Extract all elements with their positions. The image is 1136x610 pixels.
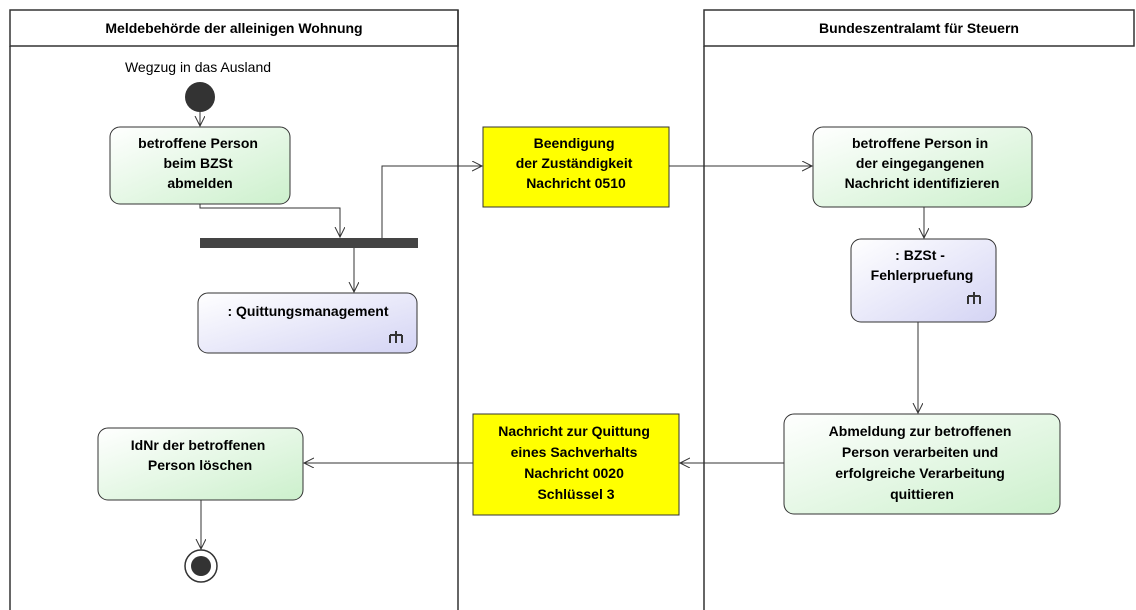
lane-left-title: Meldebehörde der alleinigen Wohnung xyxy=(105,20,362,36)
lane-right: Bundeszentralamt für Steuern xyxy=(703,9,1135,610)
message-0020-text: Nachricht zur Quittung eines Sachverhalt… xyxy=(498,423,654,502)
message-0020: Nachricht zur Quittung eines Sachverhalt… xyxy=(472,413,680,516)
end-node xyxy=(184,549,218,583)
call-quittungsmanagement: : Quittungsmanagement xyxy=(197,292,418,354)
message-0510: Beendigung der Zuständigkeit Nachricht 0… xyxy=(482,126,670,208)
call-quittungsmanagement-text: : Quittungsmanagement xyxy=(227,303,388,319)
call-fehlerpruefung: : BZSt - Fehlerpruefung xyxy=(850,238,997,323)
message-0510-text: Beendigung der Zuständigkeit Nachricht 0… xyxy=(516,135,637,191)
lane-right-title: Bundeszentralamt für Steuern xyxy=(819,20,1019,36)
call-fehlerpruefung-text: : BZSt - Fehlerpruefung xyxy=(871,247,974,283)
start-label: Wegzug in das Ausland xyxy=(125,59,271,75)
rake-icon xyxy=(389,331,403,343)
rake-icon xyxy=(967,292,981,304)
action-abmelden-text: betroffene Person beim BZSt abmelden xyxy=(138,135,262,191)
fork-bar xyxy=(200,238,418,248)
action-idnr-loeschen: IdNr der betroffenen Person löschen xyxy=(97,427,304,501)
action-verarbeiten: Abmeldung zur betroffenen Person verarbe… xyxy=(783,413,1061,515)
action-abmelden: betroffene Person beim BZSt abmelden xyxy=(109,126,291,205)
action-identifizieren: betroffene Person in der eingegangenen N… xyxy=(812,126,1033,208)
action-verarbeiten-text: Abmeldung zur betroffenen Person verarbe… xyxy=(829,423,1016,502)
start-node xyxy=(185,82,215,112)
action-idnr-loeschen-text: IdNr der betroffenen Person löschen xyxy=(131,437,269,473)
action-identifizieren-text: betroffene Person in der eingegangenen N… xyxy=(845,135,1000,191)
lane-left: Meldebehörde der alleinigen Wohnung xyxy=(9,9,459,610)
